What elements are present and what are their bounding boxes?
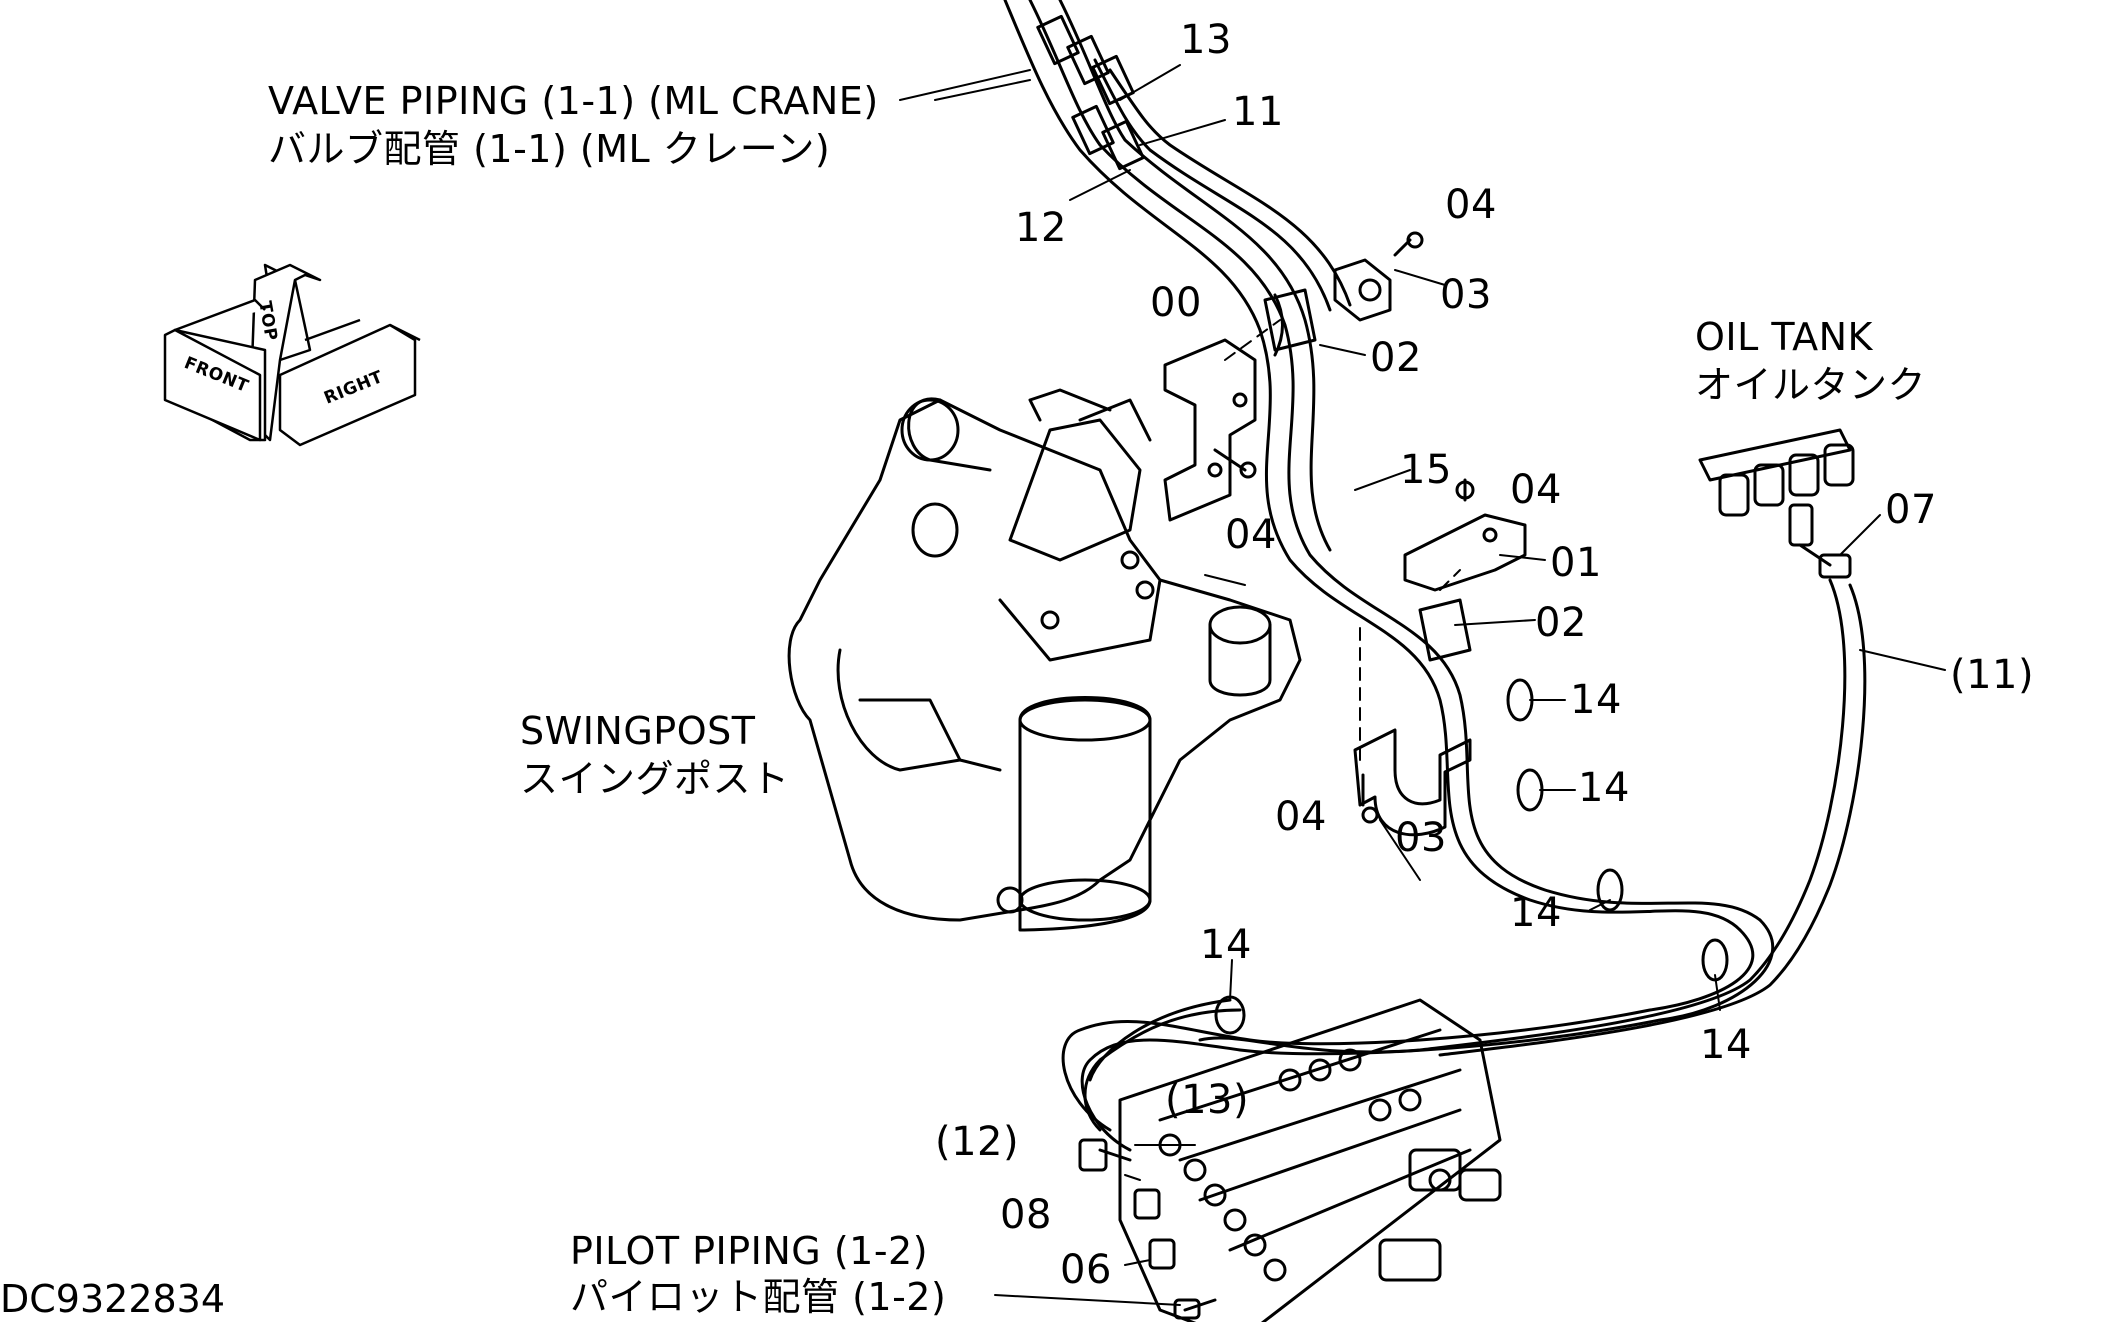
cable-ties bbox=[1214, 678, 1729, 1035]
bracket-03-upper bbox=[1333, 231, 1424, 322]
part-number-03-upper: 03 bbox=[1440, 272, 1492, 318]
swingpost-label-jp: スイングポスト bbox=[520, 757, 790, 801]
part-number-14-b: 14 bbox=[1578, 765, 1630, 811]
part-number-02-lower: 02 bbox=[1535, 600, 1587, 646]
bracket-03-lower bbox=[1353, 728, 1472, 837]
oil-tank-label-jp: オイルタンク bbox=[1695, 363, 1927, 407]
part-number-02-upper: 02 bbox=[1370, 335, 1422, 381]
swingpost bbox=[787, 388, 1302, 932]
part-number-13: 13 bbox=[1180, 17, 1232, 63]
valve-piping-label-jp: バルブ配管 (1-1) (ML クレーン) bbox=[268, 127, 831, 171]
top-fittings bbox=[1036, 14, 1145, 171]
oil-tank-return-hose bbox=[1198, 578, 1867, 1057]
part-number-07: 07 bbox=[1885, 487, 1937, 533]
oil-tank-ports bbox=[1698, 428, 1855, 579]
part-number-04-bracket01: 04 bbox=[1510, 467, 1562, 513]
part-number-04-bracket00: 04 bbox=[1225, 512, 1277, 558]
part-number-11: 11 bbox=[1232, 89, 1284, 135]
part-number-08: 08 bbox=[1000, 1192, 1052, 1238]
part-number-04-lower: 04 bbox=[1275, 794, 1327, 840]
pilot-piping-label-en: PILOT PIPING (1-2) bbox=[570, 1229, 929, 1273]
pilot-piping-label-jp: パイロット配管 (1-2) bbox=[570, 1275, 947, 1319]
oil-tank-label-en: OIL TANK bbox=[1695, 315, 1873, 359]
dashed-leaders bbox=[1224, 319, 1461, 761]
swingpost-label-en: SWINGPOST bbox=[520, 709, 756, 753]
part-number-11-return: (11) bbox=[1950, 652, 2035, 698]
part-number-15: 15 bbox=[1400, 447, 1452, 493]
part-number-14-d: 14 bbox=[1200, 922, 1252, 968]
drawing-id: DC9322834 bbox=[0, 1277, 226, 1321]
part-number-06: 06 bbox=[1060, 1247, 1112, 1293]
part-number-01: 01 bbox=[1550, 540, 1602, 586]
part-number-14-e: 14 bbox=[1700, 1022, 1752, 1068]
part-number-04-upper: 04 bbox=[1445, 182, 1497, 228]
part-number-12-valve: (12) bbox=[935, 1119, 1020, 1165]
clamp-02-lower bbox=[1418, 598, 1472, 662]
bracket-00 bbox=[1163, 338, 1257, 522]
upper-hose-bundle bbox=[1003, 0, 1762, 932]
part-number-14-c: 14 bbox=[1510, 890, 1562, 936]
part-number-03-lower: 03 bbox=[1395, 815, 1447, 861]
part-number-00: 00 bbox=[1150, 280, 1202, 326]
part-number-14-a: 14 bbox=[1570, 677, 1622, 723]
part-number-12: 12 bbox=[1015, 205, 1067, 251]
label-leaders bbox=[934, 64, 1946, 1306]
valve-piping-label-en: VALVE PIPING (1-1) (ML CRANE) bbox=[268, 79, 879, 123]
part-number-13-valve: (13) bbox=[1165, 1077, 1250, 1123]
clamp-02-upper bbox=[1263, 288, 1317, 357]
control-valve-block bbox=[1078, 998, 1502, 1322]
direction-indicator bbox=[163, 263, 421, 447]
bracket-01 bbox=[1403, 478, 1527, 592]
